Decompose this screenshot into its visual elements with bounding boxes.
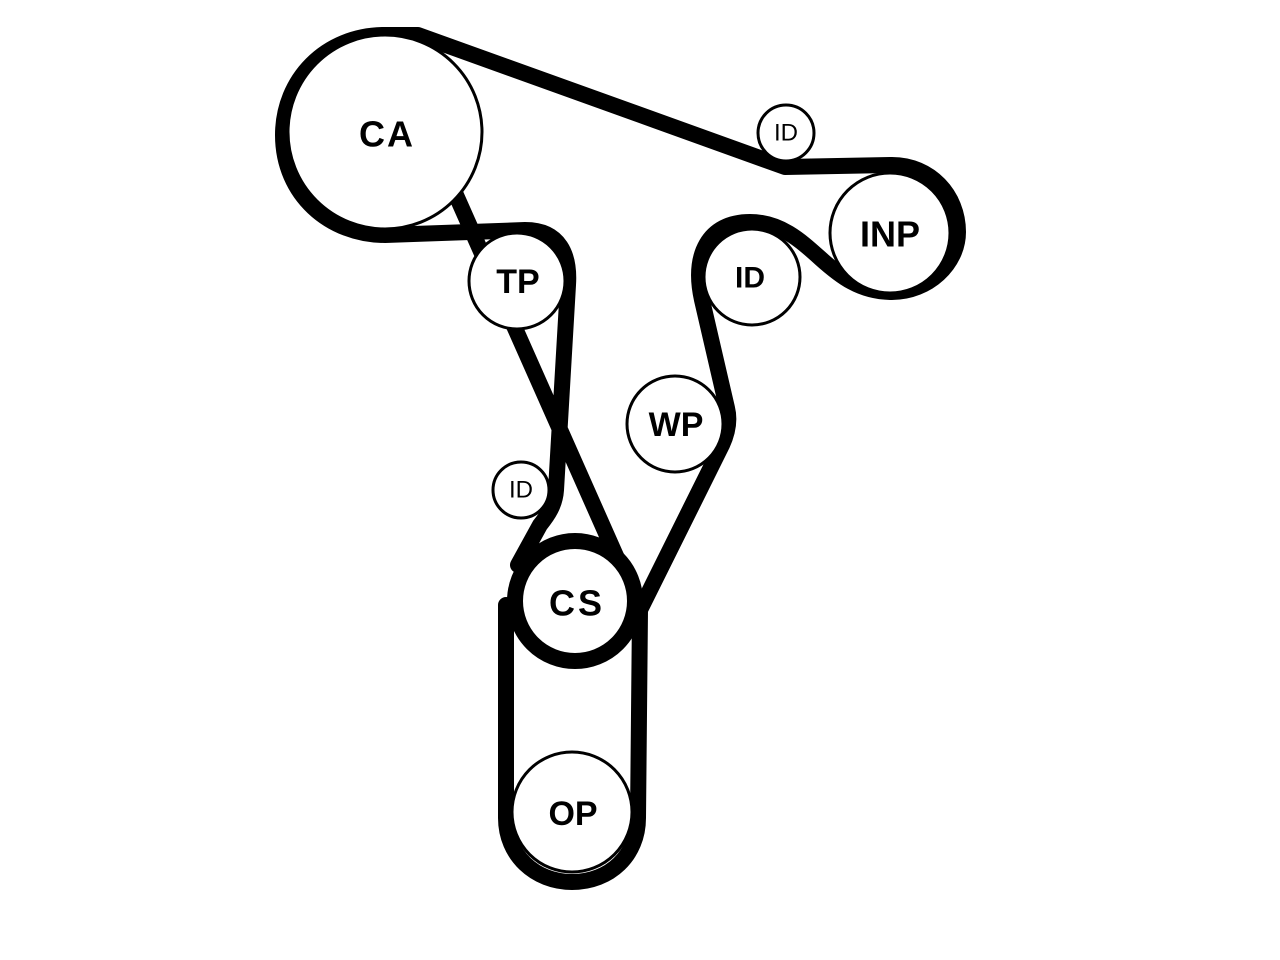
auxiliary-belt — [498, 597, 648, 890]
pulley-id-mid-circle — [702, 227, 802, 327]
pulley-op: OP — [510, 750, 634, 874]
main-belt — [275, 27, 966, 618]
pulley-id-small: ID — [491, 460, 551, 520]
pulley-id-top: ID — [756, 103, 816, 163]
pulley-cs-label: CS — [549, 583, 605, 624]
pulley-wp-circle — [625, 374, 725, 474]
pulley-tp-circle — [467, 231, 567, 331]
pulley-id-mid: ID — [702, 227, 802, 327]
pulley-wp: WP — [625, 374, 725, 474]
pulley-id-small-label: ID — [509, 477, 533, 504]
pulley-cs: CS — [507, 533, 643, 669]
pulley-id-mid-label: ID — [735, 262, 765, 295]
pulley-ca: CA — [286, 33, 484, 231]
pulley-id-top-circle — [756, 103, 816, 163]
pulley-ca-circle — [286, 33, 484, 231]
pulley-tp: TP — [467, 231, 567, 331]
pulley-id-top-label: ID — [774, 120, 798, 147]
pulley-tp-label: TP — [496, 263, 539, 301]
pulley-op-circle — [510, 750, 634, 874]
pulley-wp-label: WP — [649, 406, 704, 444]
pulley-inp-circle — [828, 171, 952, 295]
pulley-op-label: OP — [548, 795, 597, 833]
pulley-ca-label: CA — [359, 114, 415, 155]
pulley-cs-circle — [507, 533, 643, 669]
pulley-inp-label: INP — [860, 214, 920, 255]
pulley-id-small-circle — [491, 460, 551, 520]
pulley-inp: INP — [828, 171, 952, 295]
